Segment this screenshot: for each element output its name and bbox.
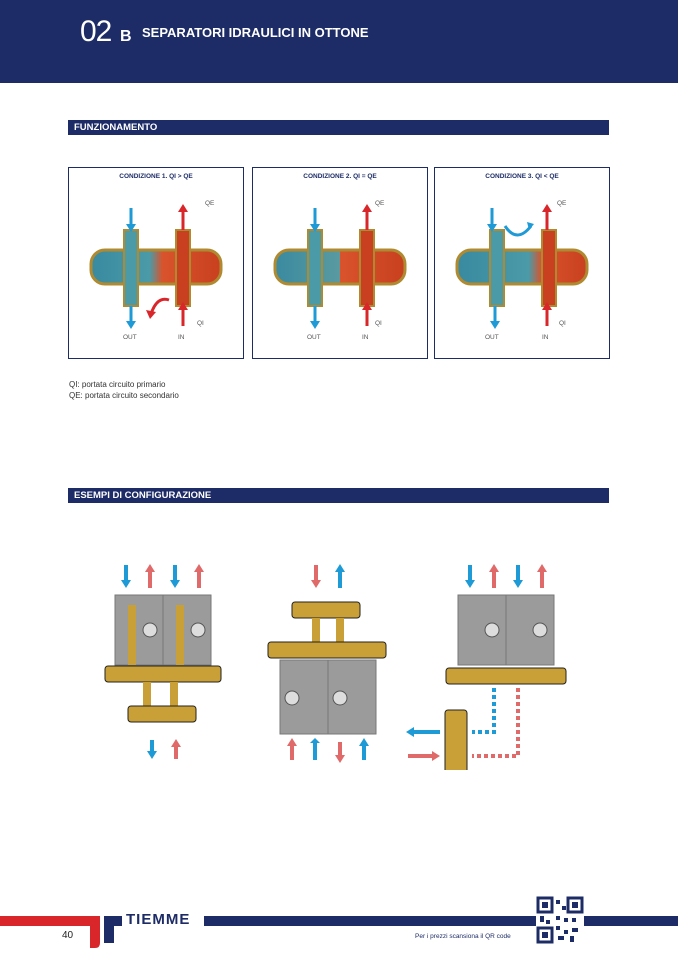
in-label: IN: [362, 334, 369, 341]
separator-diagram-1: [89, 204, 223, 329]
separator-diagram-2: [273, 204, 407, 329]
out-label: OUT: [307, 334, 321, 341]
qe-label: QE: [205, 200, 215, 207]
condition-box-2: CONDIZIONE 2. QI = QE QE QI OUT IN: [252, 167, 428, 359]
condition-box-1: CONDIZIONE 1. QI > QE QE QI OUT IN: [68, 167, 244, 359]
configuration-1: [104, 564, 222, 759]
page-number: 40: [62, 930, 74, 941]
qr-code-icon[interactable]: [536, 896, 584, 944]
section-title-funzionamento: FUNZIONAMENTO: [68, 120, 609, 135]
qi-label: QI: [559, 320, 566, 327]
footer-band: [0, 916, 678, 948]
condition-title: CONDIZIONE 2. QI = QE: [303, 173, 377, 180]
out-label: OUT: [485, 334, 499, 341]
out-label: OUT: [123, 334, 137, 341]
page-title: SEPARATORI IDRAULICI IN OTTONE: [142, 25, 369, 40]
condition-box-3: CONDIZIONE 3. QI < QE QE QI OUT IN: [434, 167, 610, 359]
configuration-examples-illustration: [104, 564, 567, 770]
brand-logo: TIEMME: [126, 911, 191, 928]
separator-diagram-3: [455, 204, 589, 329]
chapter-number: 02: [80, 15, 112, 48]
configuration-2: [267, 564, 387, 763]
condition-title: CONDIZIONE 3. QI < QE: [485, 173, 559, 180]
legend-qi: QI: portata circuito primario: [69, 380, 166, 389]
configuration-3: [406, 564, 567, 770]
in-label: IN: [178, 334, 185, 341]
page-header: 02 B SEPARATORI IDRAULICI IN OTTONE: [0, 0, 678, 83]
qr-note: Per i prezzi scansiona il QR code: [415, 933, 511, 940]
qi-label: QI: [375, 320, 382, 327]
in-label: IN: [542, 334, 549, 341]
legend-qe: QE: portata circuito secondario: [69, 391, 179, 400]
chapter-letter: B: [120, 28, 132, 45]
qe-label: QE: [557, 200, 567, 207]
condition-title: CONDIZIONE 1. QI > QE: [119, 173, 193, 180]
section-title-esempi: ESEMPI DI CONFIGURAZIONE: [68, 488, 609, 503]
qi-label: QI: [197, 320, 204, 327]
qe-label: QE: [375, 200, 385, 207]
